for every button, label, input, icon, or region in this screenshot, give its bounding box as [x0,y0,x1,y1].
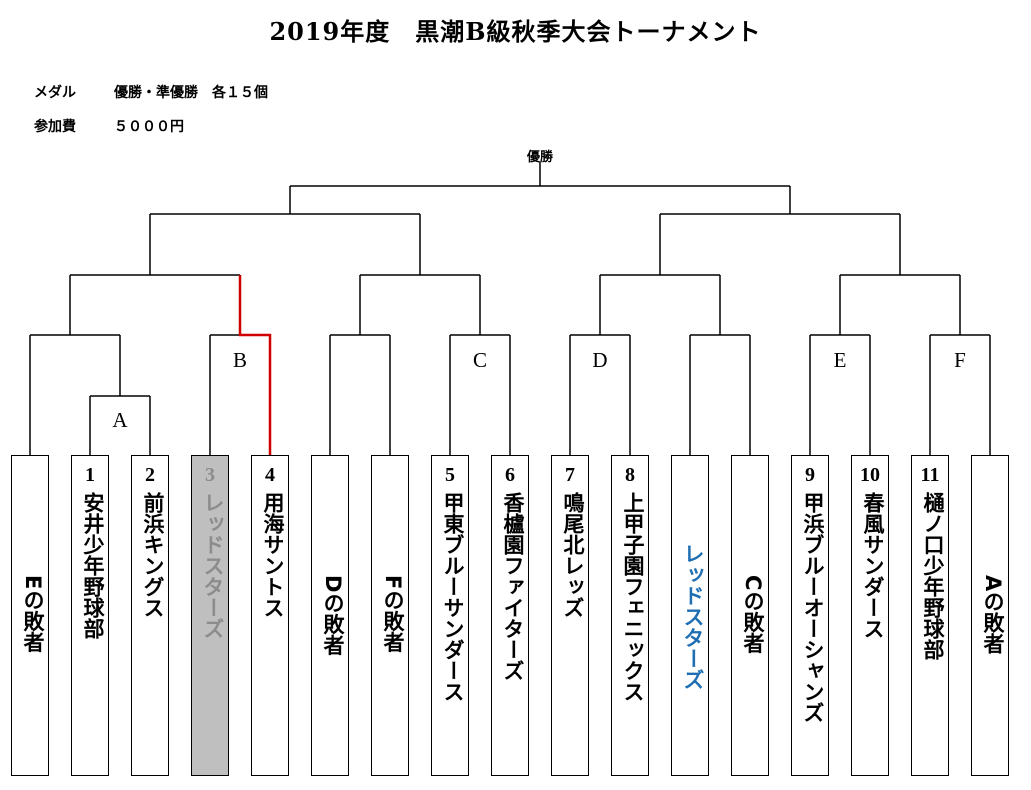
team-seed-number: 4 [265,464,275,486]
fee-label: 参加費 [34,119,76,135]
winner-label: 優勝 [526,150,553,165]
team-box-6: Fの敗者 [371,455,409,776]
team-name: 鳴尾北レッズ [561,492,585,618]
team-name: 春風サンダース [861,492,885,639]
team-name: 上甲子園フェニックス [621,492,645,702]
team-box-7: 5 甲東ブルーサンダース [431,455,469,776]
team-name: Eの敗者 [21,575,45,653]
team-box-15: 11 樋ノ口少年野球部 [911,455,949,776]
team-box-8: 6 香櫨園ファイターズ [491,455,529,776]
team-box-13: 9 甲浜ブルーオーシャンズ [791,455,829,776]
team-box-9: 7 鳴尾北レッズ [551,455,589,776]
fee-value: ５０００円 [114,119,184,135]
match-label-f: F [954,348,966,372]
team-box-14: 10 春風サンダース [851,455,889,776]
team-seed-number: 9 [805,464,815,486]
team-seed-number: 8 [625,464,635,486]
team-name: 甲浜ブルーオーシャンズ [801,492,825,723]
team-name: Fの敗者 [381,575,405,653]
team-seed-number: 7 [565,464,575,486]
team-seed-number: 11 [920,464,940,486]
team-seed-number: 2 [145,464,155,486]
team-seed-number: 3 [205,464,215,486]
match-label-b: B [232,348,247,372]
page-title: 2019年度 黒潮B級秋季大会トーナメント [269,17,762,46]
bracket-black-lines [29,162,991,455]
winner-path-red [238,275,272,455]
team-name: Aの敗者 [981,575,1005,655]
team-box-10: 8 上甲子園フェニックス [611,455,649,776]
team-name: 前浜キングス [141,492,165,618]
team-box-16: Aの敗者 [971,455,1009,776]
match-label-a: A [112,408,128,432]
team-name: レッドスターズ [201,492,225,639]
team-name: Dの敗者 [321,575,345,656]
team-seed-number: 10 [860,464,880,486]
team-box-4: 4 用海サントス [251,455,289,776]
medal-label: メダル [34,85,76,101]
match-label-e: E [833,348,847,372]
team-box-2: 2 前浜キングス [131,455,169,776]
team-name: 用海サントス [261,492,285,618]
team-box-3: 3 レッドスターズ [191,455,229,776]
team-name: 安井少年野球部 [81,492,105,639]
team-box-1: 1 安井少年野球部 [71,455,109,776]
team-box-11: レッドスターズ [671,455,709,776]
team-name: Cの敗者 [741,575,765,654]
match-label-d: D [592,348,608,372]
team-box-0: Eの敗者 [11,455,49,776]
team-seed-number: 1 [85,464,95,486]
fee-info: 参加費 ５０００円 [34,116,184,136]
match-label-c: C [472,348,487,372]
team-seed-number: 6 [505,464,515,486]
team-name: レッドスターズ [681,543,705,690]
medal-value: 優勝・準優勝 各１５個 [114,85,268,101]
team-name: 香櫨園ファイターズ [501,492,525,681]
medal-info: メダル 優勝・準優勝 各１５個 [34,82,268,102]
team-name: 甲東ブルーサンダース [441,492,465,702]
team-box-5: Dの敗者 [311,455,349,776]
team-box-12: Cの敗者 [731,455,769,776]
team-name: 樋ノ口少年野球部 [921,492,945,660]
team-seed-number: 5 [445,464,455,486]
